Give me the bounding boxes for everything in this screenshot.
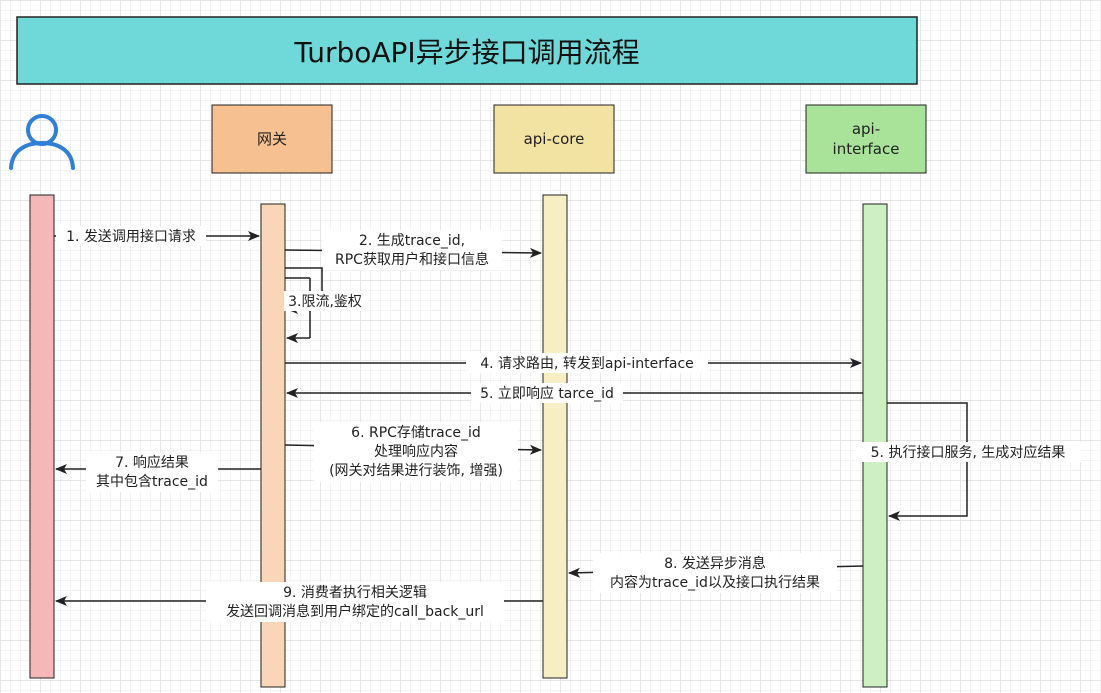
api-core-lifeline (542, 194, 568, 679)
user-lifeline (29, 194, 55, 679)
message-5a: 5. 立即响应 tarce_id (286, 383, 863, 403)
message-8: 8. 发送异步消息 内容为trace_id以及接口执行结果 (568, 553, 864, 593)
message-2-label-1: 2. 生成trace_id, (359, 233, 465, 249)
message-2-label-2: RPC获取用户和接口信息 (335, 251, 489, 268)
message-3-label: 3.限流,鉴权 (288, 294, 362, 310)
message-5b-label: 5. 执行接口服务, 生成对应结果 (871, 444, 1066, 461)
message-5a-label: 5. 立即响应 tarce_id (480, 385, 614, 402)
message-7: 7. 响应结果 其中包含trace_id (55, 452, 261, 492)
message-4-label: 4. 请求路由, 转发到api-interface (480, 356, 694, 372)
message-7-label-1: 7. 响应结果 (115, 454, 189, 471)
message-8-label-1: 8. 发送异步消息 (664, 555, 766, 572)
user-icon (9, 114, 75, 170)
api-interface-label-2: interface (833, 140, 900, 158)
diagram-title: TurboAPI异步接口调用流程 (293, 36, 639, 69)
api-interface-label-1: api- (852, 120, 880, 138)
message-9-label-1: 9. 消费者执行相关逻辑 (283, 585, 427, 601)
message-9: 9. 消费者执行相关逻辑 发送回调消息到用户绑定的call_back_url (55, 582, 543, 622)
message-6-label-2: 处理响应内容 (374, 443, 458, 460)
message-9-label-2: 发送回调消息到用户绑定的call_back_url (226, 603, 484, 620)
message-4: 4. 请求路由, 转发到api-interface (285, 353, 862, 373)
participant-gateway: 网关 (211, 104, 333, 174)
message-5b: 5. 执行接口服务, 生成对应结果 (855, 402, 1081, 521)
message-1: 1. 发送调用接口请求 (54, 226, 260, 246)
title-box: TurboAPI异步接口调用流程 (16, 16, 918, 85)
message-3: 3.限流,鉴权 (284, 267, 368, 343)
participant-api-core: api-core (493, 104, 615, 174)
message-6: 6. RPC存储trace_id 处理响应内容 (网关对结果进行装饰, 增强) (284, 422, 542, 482)
gateway-label: 网关 (257, 130, 287, 148)
api-core-label: api-core (524, 130, 585, 148)
participant-api-interface: api- interface (805, 104, 927, 174)
message-6-label-1: 6. RPC存储trace_id (351, 425, 481, 441)
message-2: 2. 生成trace_id, RPC获取用户和接口信息 (284, 230, 542, 270)
message-1-label: 1. 发送调用接口请求 (66, 228, 196, 245)
message-7-label-2: 其中包含trace_id (96, 474, 208, 490)
message-8-label-2: 内容为trace_id以及接口执行结果 (610, 574, 820, 591)
message-6-label-3: (网关对结果进行装饰, 增强) (329, 463, 503, 479)
